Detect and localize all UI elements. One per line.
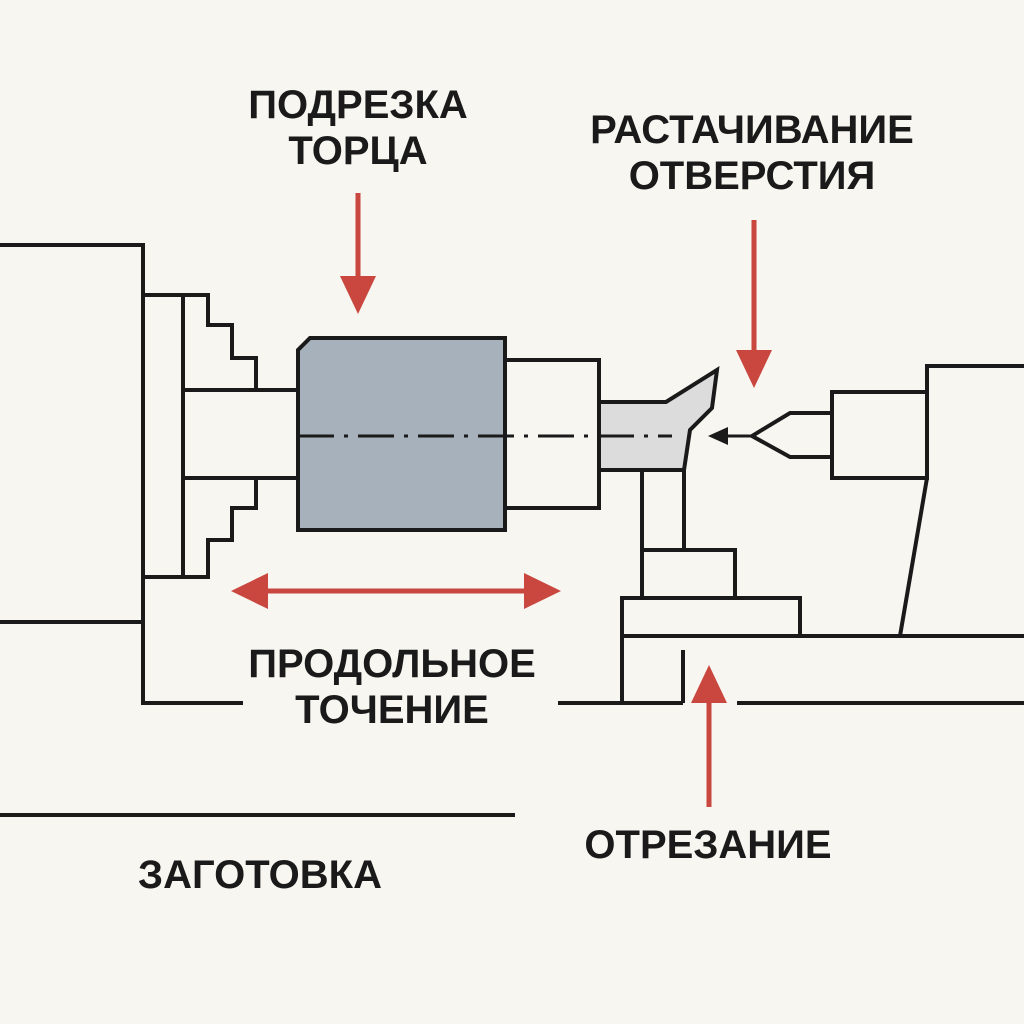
label-parting-text: ОТРЕЗАНИЕ xyxy=(584,823,832,867)
label-boring: РАСТАЧИВАНИЕ ОТВЕРСТИЯ xyxy=(590,107,914,199)
label-parting: ОТРЕЗАНИЕ xyxy=(584,822,831,868)
center-feed-arrowhead xyxy=(708,427,728,445)
label-facing-line1: ПОДРЕЗКА xyxy=(248,83,468,127)
label-facing: ПОДРЕЗКА ТОРЦА xyxy=(248,82,468,174)
boring-tool-post xyxy=(640,470,686,552)
label-workpiece: ЗАГОТОВКА xyxy=(138,852,382,898)
parting-arrow-head xyxy=(691,665,727,703)
label-boring-line1: РАСТАЧИВАНИЕ xyxy=(590,108,914,152)
workpiece-step xyxy=(503,358,601,510)
chuck-body xyxy=(141,293,185,579)
turning-arrow-head-left xyxy=(231,573,268,609)
boring-tool xyxy=(597,366,720,472)
chuck-jaw-upper xyxy=(183,293,258,392)
label-turning-line1: ПРОДОЛЬНОЕ xyxy=(248,642,536,686)
label-facing-line2: ТОРЦА xyxy=(288,129,428,173)
tailstock-quill-housing xyxy=(830,390,929,480)
turning-arrow-head-right xyxy=(524,573,561,609)
facing-arrow-head xyxy=(340,276,376,314)
carriage-saddle xyxy=(620,596,802,638)
carriage-upper-block xyxy=(640,548,737,600)
label-turning: ПРОДОЛЬНОЕ ТОЧЕНИЕ xyxy=(248,641,536,733)
label-workpiece-text: ЗАГОТОВКА xyxy=(138,853,382,897)
label-boring-line2: ОТВЕРСТИЯ xyxy=(628,154,876,198)
tailstock-center xyxy=(748,411,832,459)
chuck-jaw-lower xyxy=(183,476,258,579)
label-turning-line2: ТОЧЕНИЕ xyxy=(295,688,489,732)
workpiece-body xyxy=(296,336,507,532)
spindle-shank xyxy=(181,388,300,480)
boring-arrow-head xyxy=(736,350,772,388)
